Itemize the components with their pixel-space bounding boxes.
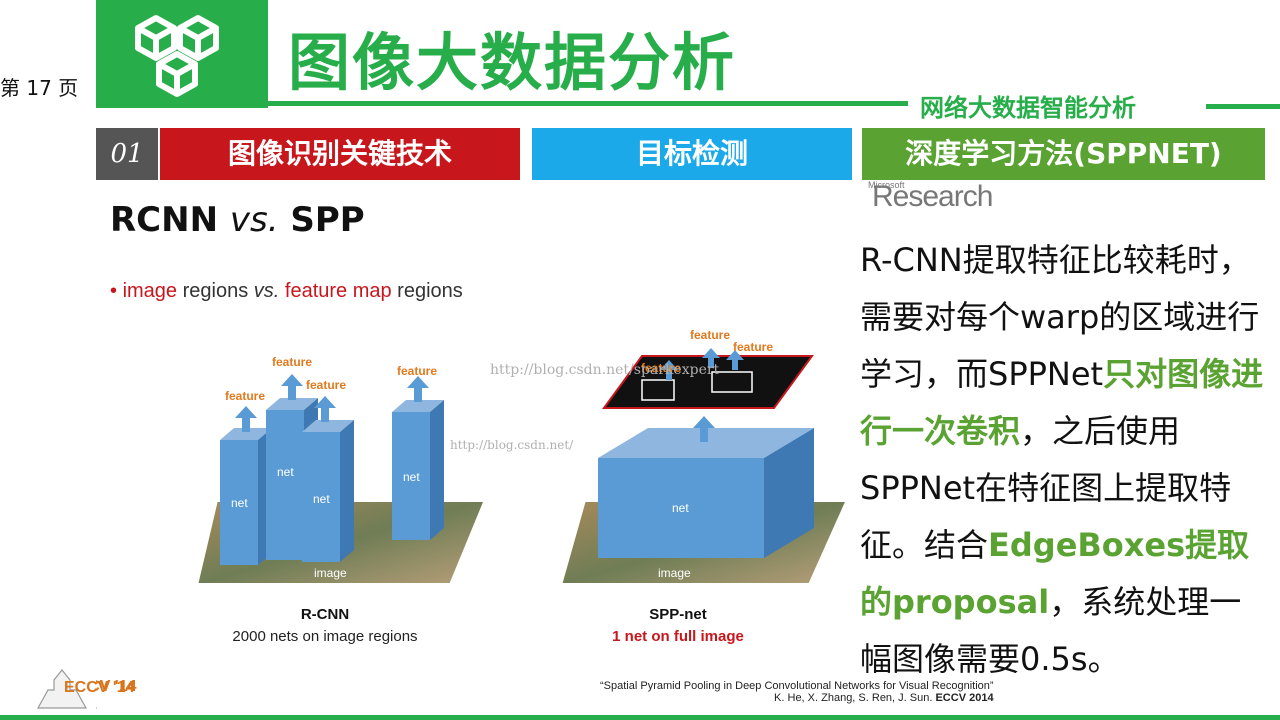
rcnn-net-label-3: net: [313, 492, 330, 506]
footer-divider: [0, 715, 1280, 720]
rcnn-caption: R-CNN: [301, 606, 349, 623]
spp-caption: SPP-net: [649, 606, 707, 623]
spp-feature-map: [602, 355, 814, 409]
section-bar-deep-learning: 深度学习方法(SPPNET): [862, 128, 1265, 180]
body-text-2: ，之后使用SPPNet在特征图上提取特征。结合: [860, 412, 1232, 564]
microsoft-label: Microsoft: [868, 180, 905, 190]
spp-feature-label-2: feature: [733, 340, 773, 354]
body-highlight-1: 只对图像进行一次卷积: [860, 355, 1264, 450]
rcnn-net-box-3: net: [302, 420, 354, 562]
body-highlight-2: EdgeBoxes提取的proposal: [860, 526, 1250, 621]
spp-arrow-1: [660, 360, 678, 380]
rcnn-image-label: image: [314, 566, 347, 580]
rcnn-net-box-4: net: [392, 400, 444, 540]
citation-title: “Spatial Pyramid Pooling in Deep Convolu…: [600, 680, 994, 692]
page-number: 第 17 页: [0, 76, 79, 100]
citation-venue: ECCV 2014: [935, 692, 994, 704]
body-paragraph: R-CNN提取特征比较耗时，需要对每个warp的区域进行学习，而SPPNet只对…: [860, 232, 1270, 688]
bullet-regions: regions: [177, 280, 254, 302]
rcnn-feature-label-4: feature: [397, 364, 437, 378]
watermark-2: http://blog.csdn.net/: [450, 438, 574, 452]
spp-feature-label-1: feature: [690, 328, 730, 342]
header-subtitle: 网络大数据智能分析: [920, 94, 1136, 122]
rcnn-arrow-3: [314, 396, 336, 422]
spp-arrow-conv: [693, 416, 715, 442]
spp-roi-2: [711, 371, 753, 393]
cubes-icon: [135, 15, 219, 97]
bullet-vs: vs.: [253, 280, 280, 302]
rcnn-net-label-1: net: [231, 496, 248, 510]
header-divider: [268, 101, 908, 106]
slide-bullet: • image regions vs. feature map regions: [110, 280, 463, 303]
citation: “Spatial Pyramid Pooling in Deep Convolu…: [600, 680, 994, 704]
watermark-1: http://blog.csdn.net/sparkexpert: [490, 362, 720, 378]
citation-author-list: K. He, X. Zhang, S. Ren, J. Sun.: [774, 692, 936, 704]
rcnn-net-label-4: net: [403, 470, 420, 484]
spp-image-label: image: [658, 566, 691, 580]
section-number: 01: [96, 128, 158, 180]
body-text-3: ，系统处理一幅图像需要0.5s。: [860, 583, 1242, 678]
rcnn-arrow-4: [407, 376, 429, 402]
bullet-image: image: [122, 280, 178, 302]
rcnn-net-box-1: net: [220, 428, 272, 565]
slide-title-vs: vs.: [229, 200, 279, 240]
slide-title-a: RCNN: [110, 200, 230, 240]
section-bar-detection: 目标检测: [532, 128, 852, 180]
page-title: 图像大数据分析: [288, 26, 737, 99]
spp-subcaption: 1 net on full image: [612, 628, 744, 645]
body-text-1: R-CNN提取特征比较耗时，需要对每个warp的区域进行学习，而SPPNet: [860, 241, 1260, 393]
eccv-text: ECCV '14: [96, 678, 137, 695]
rcnn-arrow-2: [281, 374, 303, 400]
logo-block: [96, 0, 268, 108]
research-label: Research: [872, 180, 993, 213]
rcnn-arrow-1: [235, 406, 257, 432]
citation-authors: K. He, X. Zhang, S. Ren, J. Sun. ECCV 20…: [600, 692, 994, 704]
spp-feature-label-3: feature: [641, 361, 681, 375]
eccv-logo: ECCV '14: [96, 678, 137, 709]
rcnn-vs-spp-figure: image net net net net feature feature fe…: [96, 328, 846, 709]
eccv-logo-text: ECCV '14: [64, 679, 135, 696]
spp-arrow-2: [702, 348, 720, 368]
section-bar-recognition: 图像识别关键技术: [160, 128, 520, 180]
bullet-feature-map: feature map: [284, 280, 392, 302]
rcnn-subcaption: 2000 nets on image regions: [232, 628, 417, 645]
bullet-dot: •: [110, 280, 123, 302]
rcnn-feature-label-3: feature: [306, 378, 346, 392]
spp-roi-1: [641, 379, 675, 401]
slide-title: RCNN vs. SPP: [110, 200, 365, 240]
rcnn-net-label-2: net: [277, 465, 294, 479]
bullet-regions-end: regions: [391, 280, 463, 302]
header-divider-right: [1206, 104, 1280, 109]
rcnn-feature-label-1: feature: [225, 389, 265, 403]
slide-title-c: SPP: [278, 200, 365, 240]
spp-arrow-3: [726, 350, 744, 370]
spp-net-box: net: [598, 428, 814, 558]
rcnn-feature-label-2: feature: [272, 355, 312, 369]
spp-net-label: net: [672, 501, 689, 515]
eccv-logo-block: ECCV '14: [36, 669, 135, 709]
